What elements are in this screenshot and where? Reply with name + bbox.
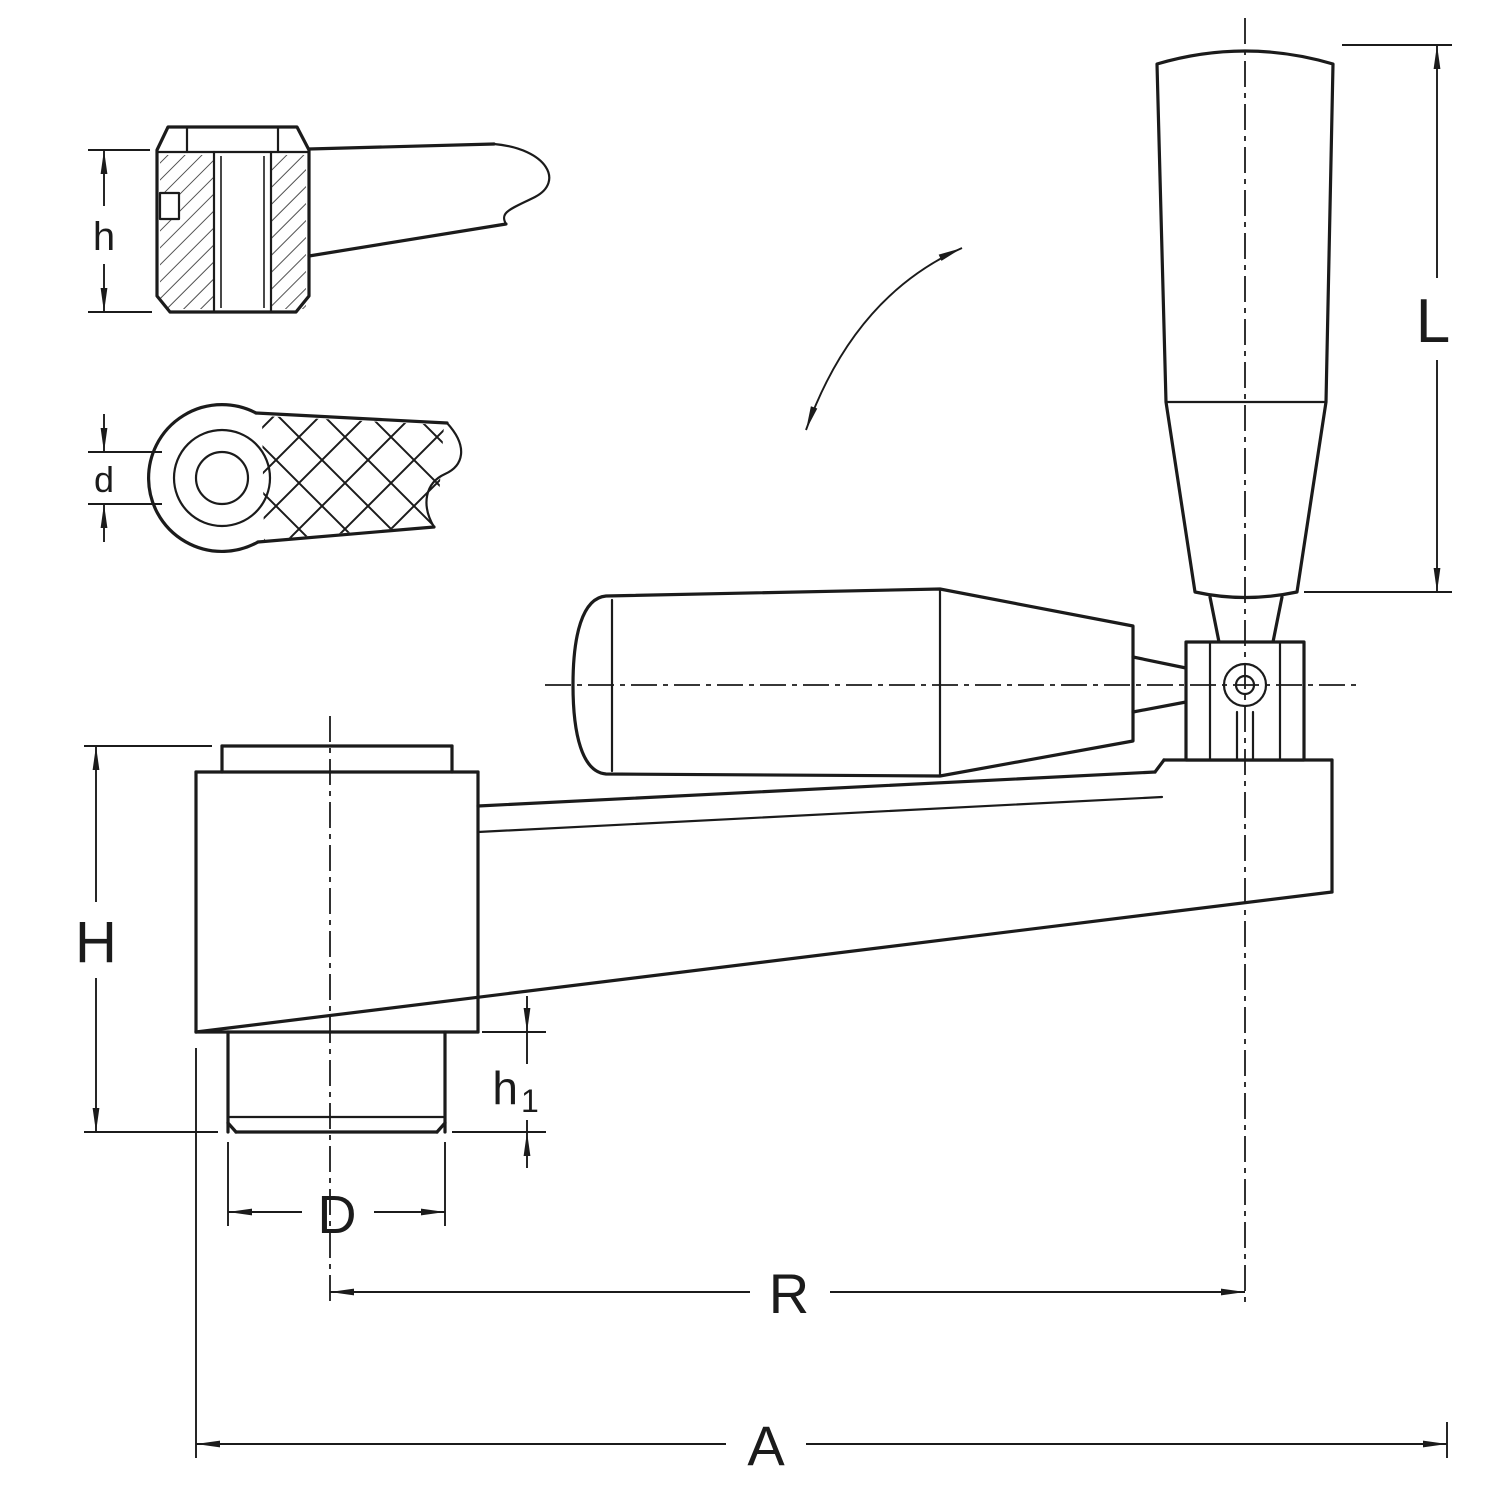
arm-chamfer-edge xyxy=(476,795,1164,834)
centerlines xyxy=(329,18,1360,1302)
grip-neck-bottom xyxy=(1131,700,1188,714)
dimension-label-D: D xyxy=(318,1185,357,1245)
hatch-left-wall xyxy=(160,155,214,309)
dimension-label-h1-sub: 1 xyxy=(521,1083,539,1119)
bore-circle xyxy=(194,450,250,506)
break-line xyxy=(492,142,551,226)
dimension-label-A: A xyxy=(747,1414,785,1477)
dimension-A: A xyxy=(195,1048,1448,1477)
dimension-D: D xyxy=(227,1142,446,1245)
knurl-pattern-area xyxy=(262,416,444,540)
grip-neck-right xyxy=(1271,595,1284,644)
dimension-h1: h 1 xyxy=(452,996,546,1168)
arm-top-edge xyxy=(307,142,496,151)
arm-bottom-edge xyxy=(307,222,508,258)
rotation-arrow xyxy=(805,247,963,431)
boss-chamfer-right xyxy=(435,1121,447,1134)
grip-neck-top xyxy=(1131,655,1188,670)
dimension-label-L: L xyxy=(1416,287,1450,356)
dimensions: h d L H xyxy=(75,44,1452,1477)
hub-circle xyxy=(172,428,272,528)
arm-bottom-slant xyxy=(194,890,1334,1034)
dimension-label-h1-base: h xyxy=(492,1062,518,1114)
arm-top-edge xyxy=(254,411,449,425)
break-line xyxy=(425,421,463,529)
keyway-notch xyxy=(158,191,181,221)
dimension-L: L xyxy=(1304,44,1452,593)
dimension-h: h xyxy=(88,149,152,313)
arm-top-edge xyxy=(476,770,1157,808)
hub-section-view xyxy=(155,125,551,314)
arm-bottom-edge xyxy=(256,525,436,544)
crank-arm-body xyxy=(194,744,1334,1134)
round-end-outline xyxy=(147,403,260,554)
boss-step xyxy=(1153,758,1166,774)
dimension-label-R: R xyxy=(769,1262,809,1325)
swing-arc-arrow xyxy=(805,247,963,431)
boss-chamfer-left xyxy=(226,1121,238,1134)
arm-top-view xyxy=(147,403,463,554)
dimension-label-h: h xyxy=(93,215,115,259)
grip-outline xyxy=(571,587,1135,778)
hub-outer-profile xyxy=(155,125,311,314)
dimension-H: H xyxy=(75,745,218,1133)
dimension-d: d xyxy=(88,414,162,542)
dimension-R: R xyxy=(330,1262,1245,1325)
grip-neck-left xyxy=(1208,595,1221,644)
folded-grip xyxy=(571,587,1188,778)
dimension-label-H: H xyxy=(75,910,117,975)
dimension-label-d: d xyxy=(94,459,114,500)
hatch-right-wall xyxy=(271,155,306,309)
